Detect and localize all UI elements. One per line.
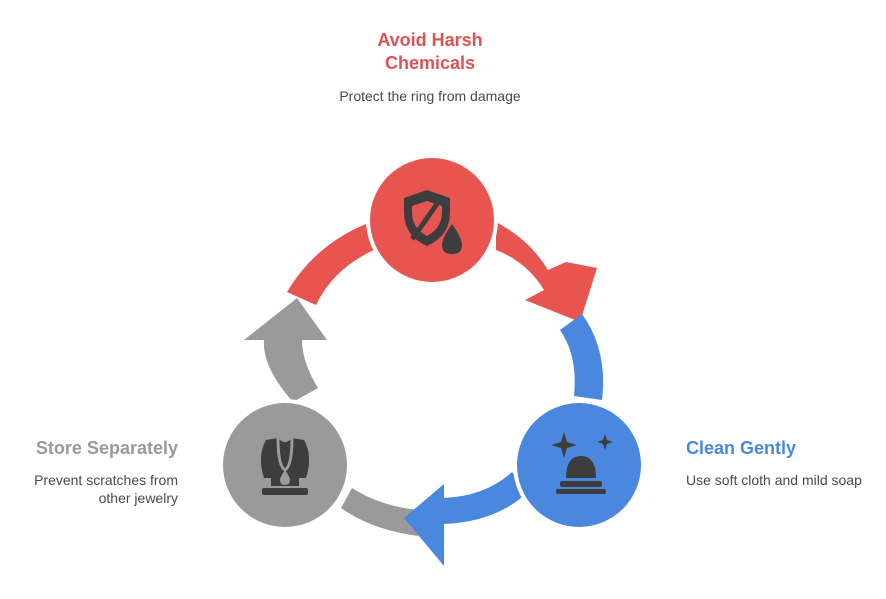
avoid-description: Protect the ring from damage	[339, 88, 521, 104]
store-title: Store Separately	[35, 438, 178, 458]
necklace-display-icon	[260, 437, 310, 495]
sparkle-cleaning-icon	[551, 432, 613, 494]
arrow-store-to-avoid	[244, 298, 327, 402]
arc-blue-right	[560, 314, 604, 400]
arc-red-left	[287, 224, 374, 305]
arrow-clean-to-store	[404, 472, 528, 566]
avoid-node	[366, 154, 498, 286]
clean-description: Use soft cloth and mild soap	[686, 472, 862, 488]
shield-droplet-icon	[404, 190, 462, 254]
store-node	[219, 399, 351, 531]
arrow-avoid-to-clean	[496, 222, 597, 322]
store-description: Prevent scratches from other jewelry	[34, 472, 178, 506]
clean-node	[513, 399, 645, 531]
arc-gray-bottom	[341, 488, 418, 536]
avoid-title: Avoid Harsh Chemicals	[377, 30, 483, 73]
clean-title: Clean Gently	[686, 438, 797, 458]
